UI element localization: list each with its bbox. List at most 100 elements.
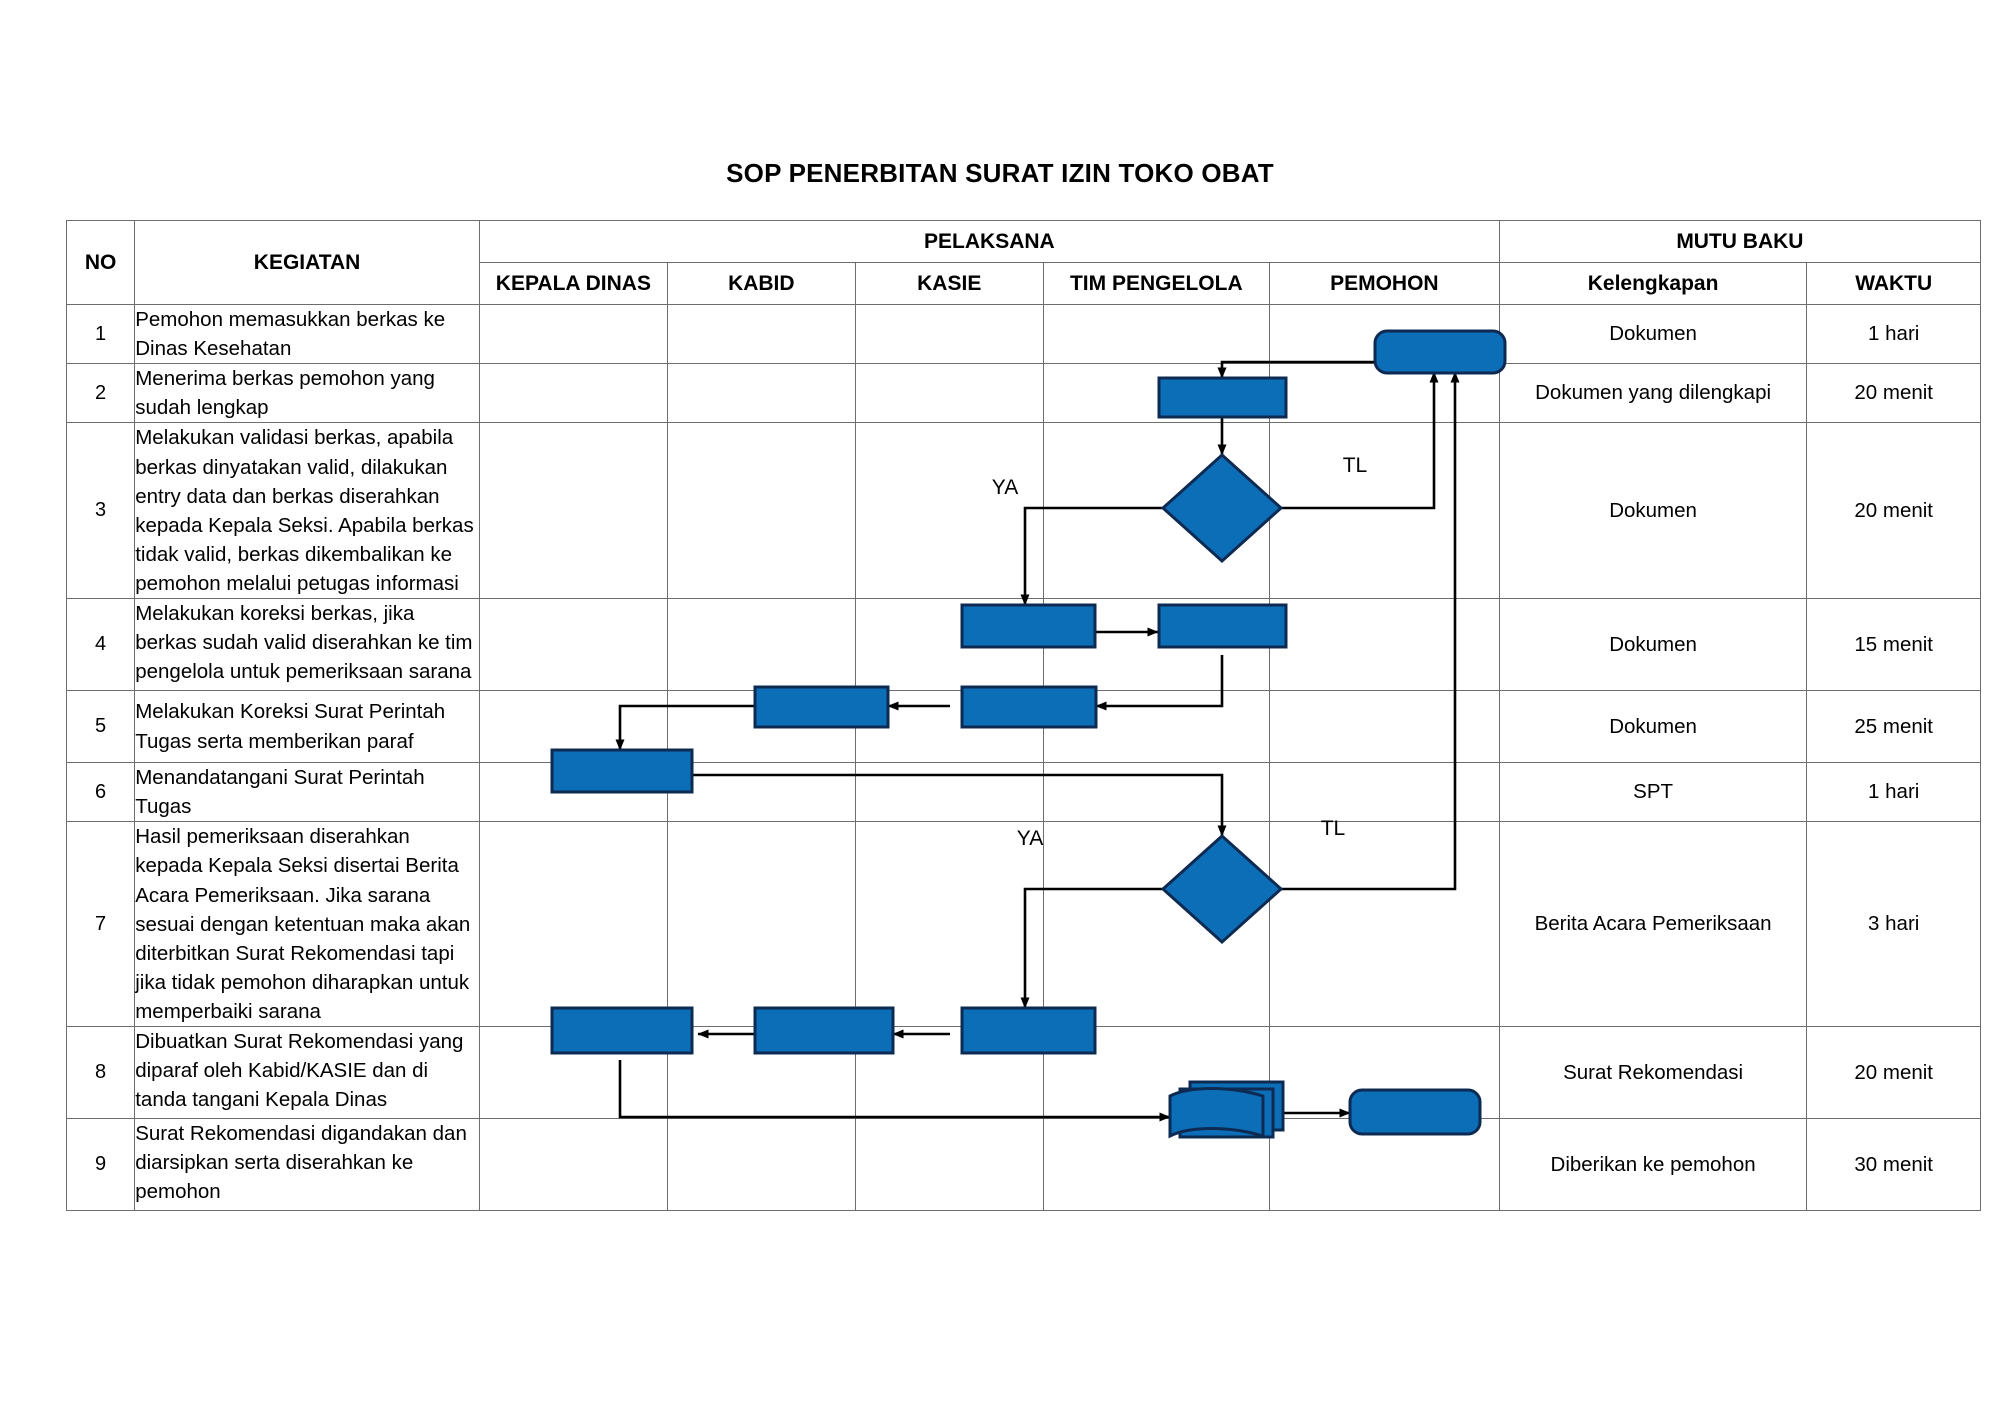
table-row: 6 Menandatangani Surat Perintah Tugas SP… [65, 762, 1981, 823]
row-no: 4 [65, 598, 136, 692]
sop-table: NO KEGIATAN PELAKSANA MUTU BAKU KEPALA D… [65, 220, 1982, 1212]
header-kasie: KASIE [854, 262, 1044, 305]
row-waktu: 20 menit [1806, 363, 1981, 424]
lane-tim-pengelola [1042, 821, 1270, 1028]
lane-kabid [666, 1118, 856, 1212]
table-header-row-top: NO KEGIATAN PELAKSANA MUTU BAKU [65, 220, 1982, 305]
row-kelengkapan: Dokumen [1498, 598, 1808, 692]
table-row: 9 Surat Rekomendasi digandakan dan diars… [65, 1118, 1981, 1212]
row-kegiatan: Melakukan Koreksi Surat Perintah Tugas s… [134, 690, 480, 764]
header-pemohon: PEMOHON [1268, 262, 1500, 305]
lane-tim-pengelola [1042, 303, 1270, 365]
lane-kepala-dinas [478, 821, 668, 1028]
lane-kasie [854, 598, 1044, 692]
header-waktu: WAKTU [1806, 262, 1981, 305]
lane-pemohon [1268, 303, 1500, 365]
lane-kepala-dinas [478, 1026, 668, 1120]
row-kegiatan: Surat Rekomendasi digandakan dan diarsip… [134, 1118, 480, 1212]
lane-pemohon [1268, 422, 1500, 600]
row-kelengkapan: Surat Rekomendasi [1498, 1026, 1808, 1120]
lane-kasie [854, 690, 1044, 764]
lane-kepala-dinas [478, 422, 668, 600]
lane-kepala-dinas [478, 303, 668, 365]
lane-kepala-dinas [478, 690, 668, 764]
row-no: 3 [65, 422, 136, 600]
row-no: 7 [65, 821, 136, 1028]
row-kegiatan: Melakukan validasi berkas, apabila berka… [134, 422, 480, 600]
lane-tim-pengelola [1042, 690, 1270, 764]
row-kelengkapan: Dokumen [1498, 690, 1808, 764]
table-row: 7 Hasil pemeriksaan diserahkan kepada Ke… [65, 821, 1981, 1028]
lane-tim-pengelola [1042, 363, 1270, 424]
lane-kasie [854, 363, 1044, 424]
row-kegiatan: Menerima berkas pemohon yang sudah lengk… [134, 363, 480, 424]
row-no: 2 [65, 363, 136, 424]
row-waktu: 1 hari [1806, 762, 1981, 823]
lane-kepala-dinas [478, 363, 668, 424]
lane-tim-pengelola [1042, 598, 1270, 692]
table-row: 2 Menerima berkas pemohon yang sudah len… [65, 363, 1981, 424]
lane-kasie [854, 762, 1044, 823]
table-row: 3 Melakukan validasi berkas, apabila ber… [65, 422, 1981, 600]
header-no: NO [65, 220, 136, 305]
row-kelengkapan: Diberikan ke pemohon [1498, 1118, 1808, 1212]
lane-tim-pengelola [1042, 762, 1270, 823]
row-waktu: 1 hari [1806, 303, 1981, 365]
lane-pemohon [1268, 1118, 1500, 1212]
page-title: SOP PENERBITAN SURAT IZIN TOKO OBAT [726, 158, 1274, 188]
row-kegiatan: Menandatangani Surat Perintah Tugas [134, 762, 480, 823]
row-kelengkapan: Dokumen [1498, 303, 1808, 365]
lane-kabid [666, 821, 856, 1028]
row-kegiatan: Pemohon memasukkan berkas ke Dinas Keseh… [134, 303, 480, 365]
lane-kabid [666, 1026, 856, 1120]
lane-kepala-dinas [478, 762, 668, 823]
header-mutu-baku: MUTU BAKU [1498, 220, 1982, 263]
lane-kabid [666, 762, 856, 823]
header-pelaksana: PELAKSANA [478, 220, 1500, 263]
lane-kasie [854, 303, 1044, 365]
header-tim-pengelola: TIM PENGELOLA [1042, 262, 1270, 305]
row-kelengkapan: SPT [1498, 762, 1808, 823]
row-kelengkapan: Dokumen [1498, 422, 1808, 600]
lane-tim-pengelola [1042, 422, 1270, 600]
lane-tim-pengelola [1042, 1118, 1270, 1212]
table-row: 1 Pemohon memasukkan berkas ke Dinas Kes… [65, 303, 1981, 365]
lane-tim-pengelola [1042, 1026, 1270, 1120]
lane-kepala-dinas [478, 598, 668, 692]
header-kegiatan: KEGIATAN [134, 220, 480, 305]
row-waktu: 30 menit [1806, 1118, 1981, 1212]
lane-kabid [666, 598, 856, 692]
lane-kabid [666, 690, 856, 764]
lane-kabid [666, 422, 856, 600]
table-row: 4 Melakukan koreksi berkas, jika berkas … [65, 598, 1981, 692]
row-no: 8 [65, 1026, 136, 1120]
lane-kabid [666, 303, 856, 365]
row-no: 1 [65, 303, 136, 365]
table-row: 5 Melakukan Koreksi Surat Perintah Tugas… [65, 690, 1981, 764]
lane-pemohon [1268, 821, 1500, 1028]
row-waktu: 3 hari [1806, 821, 1981, 1028]
header-kabid: KABID [666, 262, 856, 305]
row-waktu: 20 menit [1806, 422, 1981, 600]
row-kegiatan: Hasil pemeriksaan diserahkan kepada Kepa… [134, 821, 480, 1028]
row-kelengkapan: Dokumen yang dilengkapi [1498, 363, 1808, 424]
lane-pemohon [1268, 598, 1500, 692]
lane-kasie [854, 1118, 1044, 1212]
lane-pemohon [1268, 1026, 1500, 1120]
row-no: 5 [65, 690, 136, 764]
lane-kasie [854, 821, 1044, 1028]
lane-pemohon [1268, 363, 1500, 424]
table-header-row-sub: KEPALA DINAS KABID KASIE TIM PENGELOLA P… [67, 262, 1981, 305]
row-kelengkapan: Berita Acara Pemeriksaan [1498, 821, 1808, 1028]
header-kepala-dinas: KEPALA DINAS [478, 262, 668, 305]
row-kegiatan: Melakukan koreksi berkas, jika berkas su… [134, 598, 480, 692]
row-no: 9 [65, 1118, 136, 1212]
lane-pemohon [1268, 690, 1500, 764]
lane-kasie [854, 422, 1044, 600]
header-kelengkapan: Kelengkapan [1498, 262, 1808, 305]
lane-pemohon [1268, 762, 1500, 823]
table-row: 8 Dibuatkan Surat Rekomendasi yang dipar… [65, 1026, 1981, 1120]
row-waktu: 25 menit [1806, 690, 1981, 764]
lane-kabid [666, 363, 856, 424]
